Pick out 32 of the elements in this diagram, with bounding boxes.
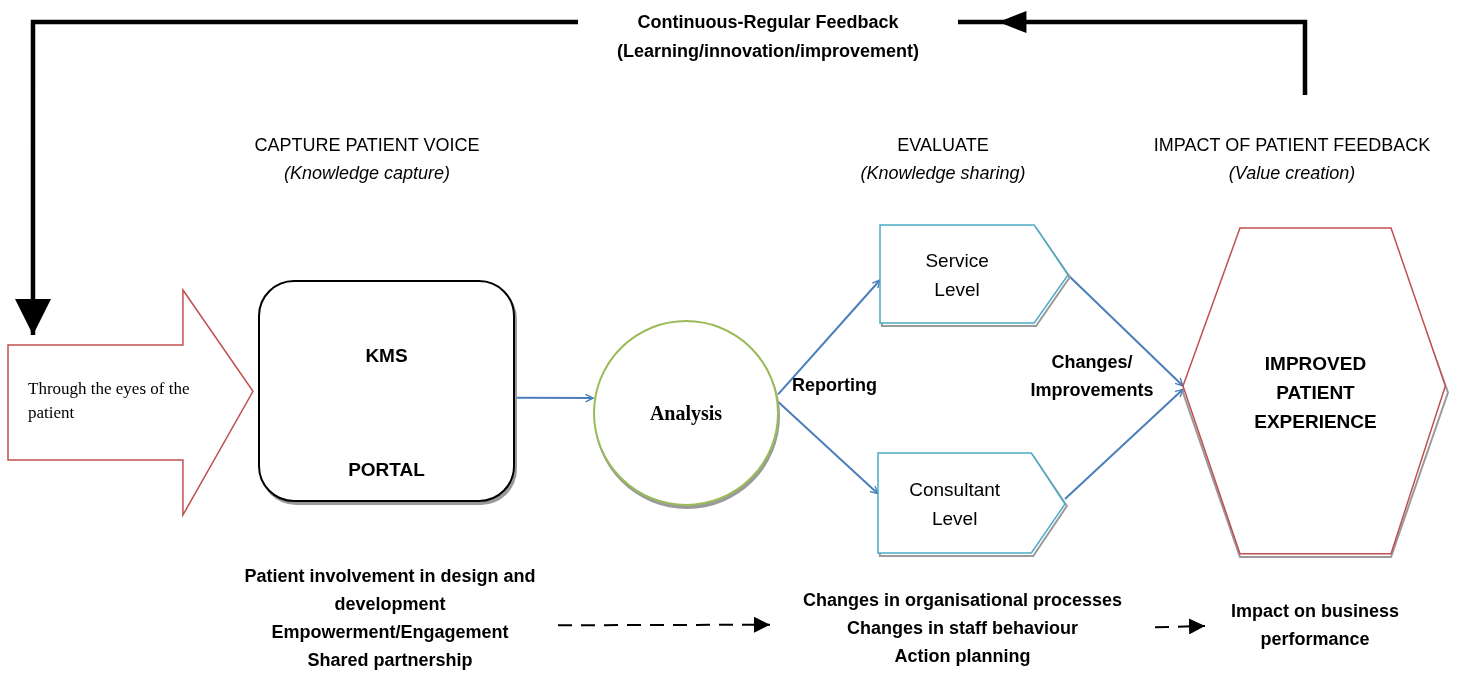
pentagon-box (880, 225, 1068, 325)
node-text: KMS (365, 344, 408, 368)
node-text: IMPROVED PATIENT EXPERIENCE (1253, 352, 1378, 434)
block-arrow (8, 290, 253, 515)
node-text: Impact on business performance (1229, 600, 1400, 651)
connector-arrow (1154, 618, 1206, 635)
connector-arrow (1067, 274, 1184, 387)
node-text: Service Level (924, 249, 990, 302)
node-text: Through the eyes of the patient (28, 378, 191, 424)
flow-label: Reporting (792, 374, 878, 397)
node-text: Consultant Level (908, 478, 1002, 531)
section-subheading: (Value creation) (1227, 162, 1357, 185)
node-text: Patient involvement in design and development (243, 565, 537, 616)
pentagon-box (878, 453, 1065, 555)
section-subheading: (Knowledge capture) (282, 162, 452, 185)
node-text: Empowerment/Engagement (271, 621, 509, 644)
node-text: Changes in organisational processes (802, 589, 1123, 612)
flow-label: Changes/ Improvements (1029, 351, 1155, 402)
section-subheading: (Knowledge sharing) (859, 162, 1027, 185)
section-heading: CAPTURE PATIENT VOICE (253, 134, 481, 157)
node-text: Shared partnership (307, 649, 473, 672)
connector-arrow (514, 393, 594, 403)
rounded-box (258, 280, 515, 502)
section-heading: IMPACT OF PATIENT FEEDBACK (1152, 134, 1432, 157)
hexagon (1183, 228, 1448, 557)
node-text: Changes in staff behaviour (846, 617, 1078, 640)
node-text: Analysis (649, 401, 723, 427)
connector-arrow (1064, 388, 1184, 500)
connector-arrow (557, 616, 771, 633)
section-heading: EVALUATE (896, 134, 990, 157)
node-text: PORTAL (348, 457, 425, 482)
node-text: Action planning (894, 645, 1031, 668)
